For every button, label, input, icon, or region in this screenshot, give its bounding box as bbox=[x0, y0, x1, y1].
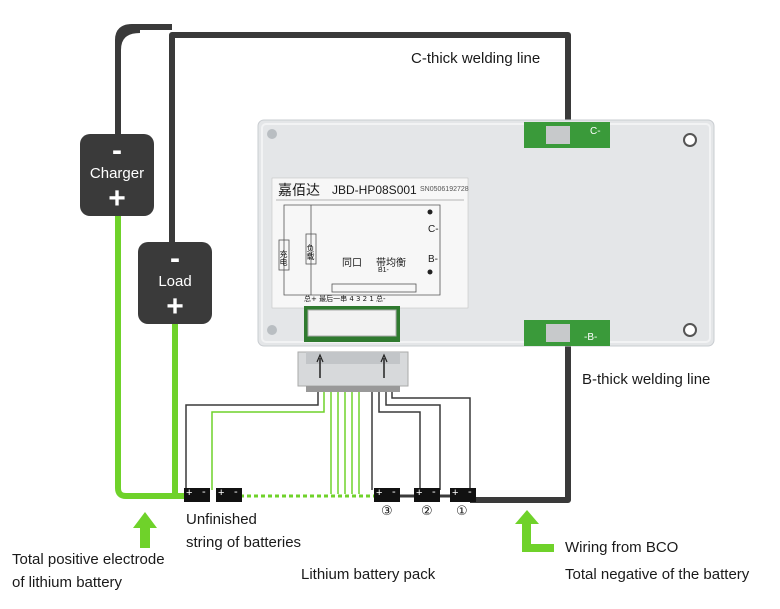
battery-cell bbox=[414, 488, 440, 502]
cell-plus-sign: + bbox=[376, 487, 383, 499]
wiring-bco-label: Wiring from BCO bbox=[565, 539, 679, 556]
charger-plus: + bbox=[108, 182, 126, 215]
cell-minus-sign: - bbox=[432, 486, 436, 498]
c-thick-wire bbox=[169, 32, 571, 247]
cell-minus-sign: - bbox=[392, 486, 396, 498]
load-plus: + bbox=[166, 290, 184, 323]
load-label-board: 负载 bbox=[306, 244, 315, 260]
cell-plus-sign: + bbox=[186, 487, 193, 499]
cell-minus-sign: - bbox=[202, 486, 206, 498]
b1-label: B1- bbox=[378, 267, 389, 274]
b-thick-label: B-thick welding line bbox=[582, 371, 711, 388]
port-balance-label: 带均衡 bbox=[376, 258, 406, 269]
bco-arrow bbox=[515, 510, 554, 552]
board-serial: SN0506192728 bbox=[420, 186, 469, 193]
schematic-b-label: B- bbox=[428, 254, 438, 265]
pad-b-label: -B- bbox=[584, 332, 598, 343]
battery-cell bbox=[216, 488, 242, 502]
total-positive-label-1: Total positive electrode bbox=[12, 551, 165, 568]
pin-labels: 总+ 最后一串 4 3 2 1 总- bbox=[304, 295, 386, 303]
cell-minus-sign: - bbox=[234, 486, 238, 498]
bms-board bbox=[257, 119, 715, 347]
charger-to-c-wire bbox=[115, 24, 172, 134]
board-brand: 嘉佰达 bbox=[278, 183, 320, 199]
charger-minus: - bbox=[112, 134, 122, 167]
cell-plus-sign: + bbox=[416, 487, 423, 499]
battery-pack-label: Lithium battery pack bbox=[301, 566, 436, 583]
board-model: JBD-HP08S001 bbox=[332, 183, 417, 197]
load-label: Load bbox=[158, 273, 192, 290]
total-positive-label-2: of lithium battery bbox=[12, 574, 123, 591]
cell-number: ② bbox=[421, 504, 433, 519]
unfinished-label-1: Unfinished bbox=[186, 511, 257, 528]
port-sync-label: 同口 bbox=[342, 258, 362, 269]
load-minus: - bbox=[170, 242, 180, 275]
battery-string bbox=[184, 488, 476, 502]
battery-cell bbox=[450, 488, 476, 502]
total-positive-arrow bbox=[133, 512, 157, 548]
schematic-c-label: C- bbox=[428, 224, 439, 235]
cell-plus-sign: + bbox=[452, 487, 459, 499]
load-box: - Load + bbox=[138, 242, 212, 324]
cell-number: ③ bbox=[381, 504, 393, 519]
charger-box: - Charger + bbox=[80, 134, 154, 216]
battery-cell bbox=[184, 488, 210, 502]
battery-cell bbox=[374, 488, 400, 502]
unfinished-label-2: string of batteries bbox=[186, 534, 302, 551]
charger-negative-wire bbox=[115, 27, 141, 140]
c-thick-label: C-thick welding line bbox=[411, 50, 541, 67]
charge-label: 充电 bbox=[279, 250, 288, 266]
cell-number: ① bbox=[456, 504, 468, 519]
charger-positive-wire bbox=[115, 215, 186, 499]
b-thick-wire bbox=[470, 340, 571, 503]
total-negative-label: Total negative of the battery bbox=[565, 566, 750, 583]
cell-minus-sign: - bbox=[468, 486, 472, 498]
pad-c-label: C- bbox=[590, 126, 601, 137]
balance-wires bbox=[185, 392, 471, 494]
balance-connector bbox=[297, 351, 409, 392]
charger-label: Charger bbox=[89, 165, 145, 182]
cell-plus-sign: + bbox=[218, 487, 225, 499]
